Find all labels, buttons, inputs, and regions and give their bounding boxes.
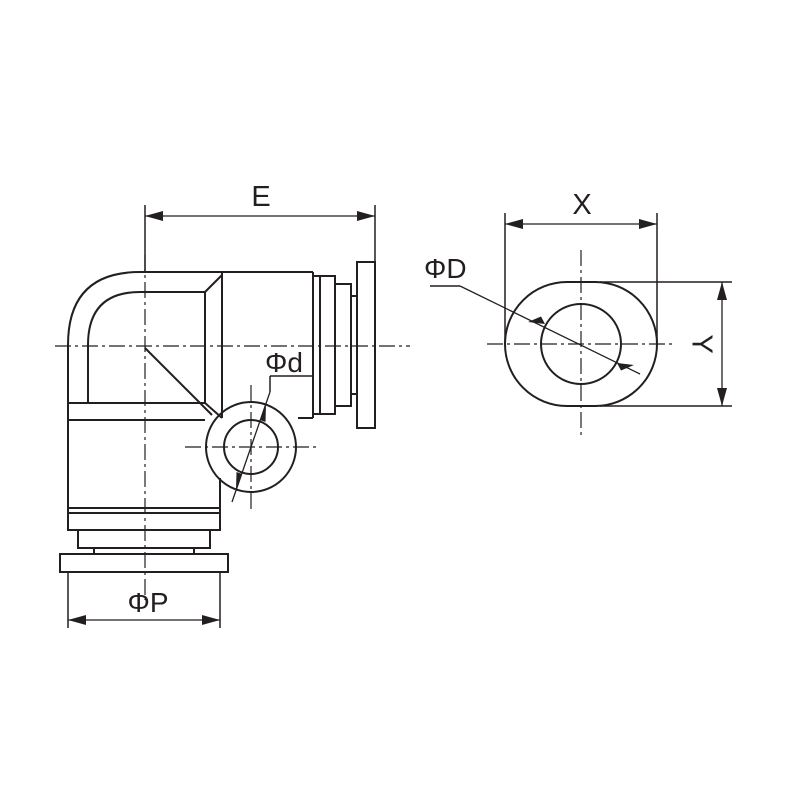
bore-diagonal bbox=[144, 347, 213, 416]
end-view: X Y ΦD bbox=[424, 189, 732, 438]
label-phi-d: Φd bbox=[265, 347, 303, 378]
vertical-arm bbox=[59, 402, 229, 573]
dimension-phi-d-large: ΦD bbox=[424, 253, 641, 375]
label-phi-p: ΦP bbox=[127, 587, 168, 618]
dimension-phi-d: Φd bbox=[231, 347, 312, 503]
dimension-phi-p: ΦP bbox=[67, 572, 221, 628]
elbow-inner-bend bbox=[87, 291, 205, 403]
horizontal-arm bbox=[204, 261, 376, 429]
label-phi-d-large: ΦD bbox=[424, 253, 467, 284]
elbow-outer-bend bbox=[67, 271, 222, 420]
dimension-e: E bbox=[144, 181, 376, 272]
elbow-side-view bbox=[55, 255, 410, 600]
dimension-x: X bbox=[504, 189, 658, 344]
label-e: E bbox=[251, 181, 270, 213]
label-y: Y bbox=[685, 334, 717, 353]
label-x: X bbox=[572, 189, 591, 221]
dimension-y: Y bbox=[600, 281, 732, 407]
